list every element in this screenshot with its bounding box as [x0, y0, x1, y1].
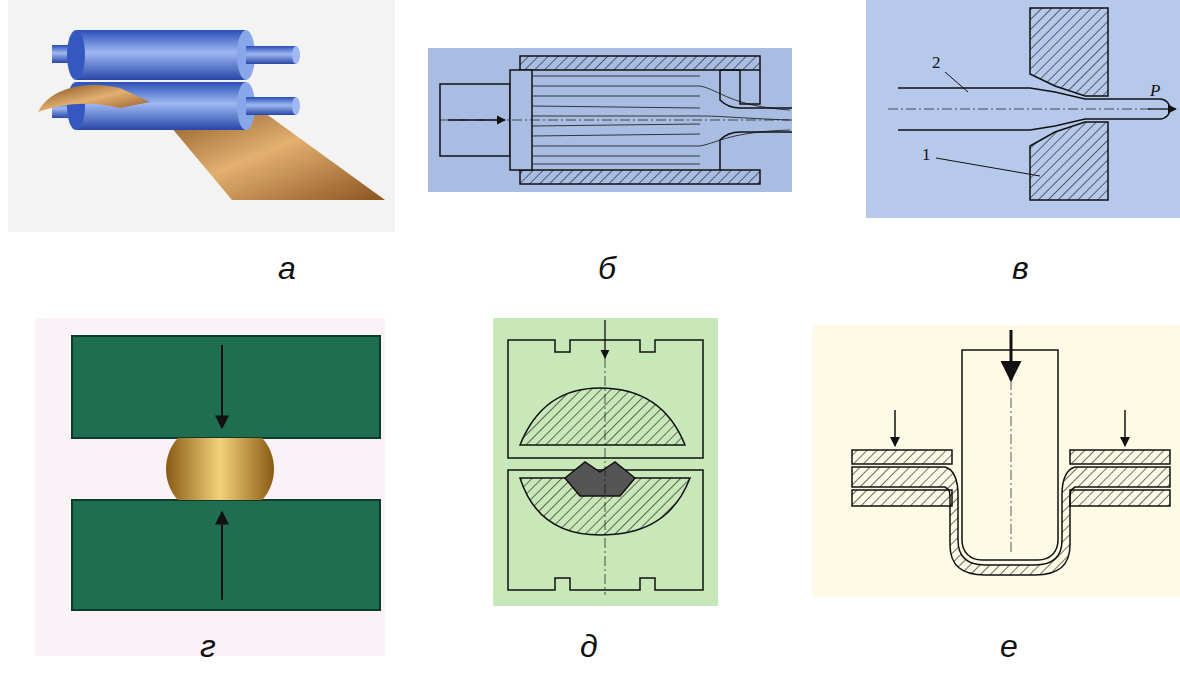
die-forging-scheme — [493, 318, 718, 606]
callout-number: 2 — [932, 54, 941, 71]
rolling-scheme — [8, 0, 395, 232]
panel-letter: д — [580, 630, 598, 662]
callout-number: 1 — [922, 146, 931, 163]
panel-letter: б — [598, 252, 616, 284]
panel-letter: а — [278, 252, 296, 284]
extrusion-scheme — [428, 48, 792, 192]
deep-drawing-scheme — [812, 325, 1180, 597]
panel-letter: е — [1000, 630, 1018, 662]
panel-letter: в — [1012, 252, 1029, 284]
upsetting-scheme — [35, 318, 385, 656]
force-label: P — [1150, 82, 1160, 99]
drawing-scheme — [866, 0, 1180, 218]
panel-letter: г — [200, 630, 216, 662]
